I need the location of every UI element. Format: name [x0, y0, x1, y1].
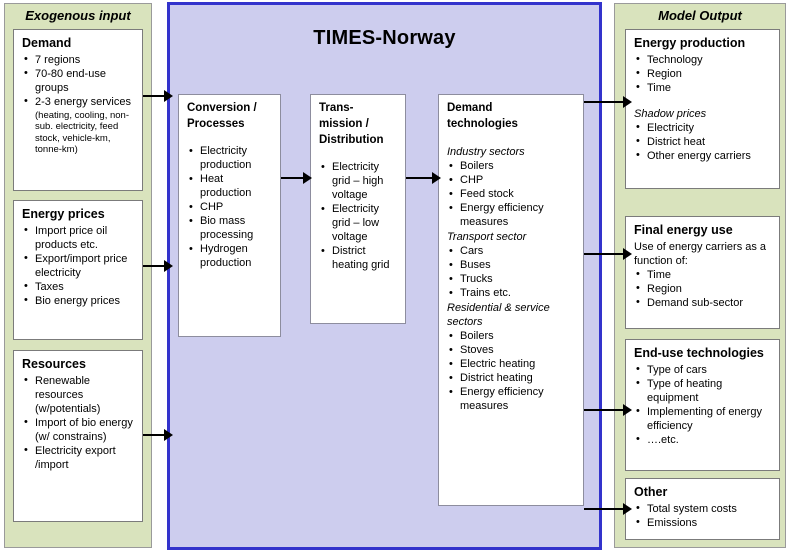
list-item: Taxes	[22, 279, 135, 294]
list-item: 2-3 energy services	[22, 94, 135, 109]
list-item: District heating grid	[319, 244, 398, 272]
list-item: ….etc.	[634, 432, 772, 447]
conversion-bullet-list: Electricity production Heat production C…	[187, 144, 273, 270]
list-item: District heating	[447, 371, 576, 385]
list-item: Implementing of energy efficiency	[634, 404, 772, 433]
residential-service-subheading: Residential & service sectors	[447, 302, 550, 328]
transmission-heading-line2: mission /	[319, 118, 369, 130]
list-item: Type of heating equipment	[634, 376, 772, 405]
list-item: Region	[634, 66, 772, 81]
list-item: Feed stock	[447, 187, 576, 201]
list-item: Demand sub-sector	[634, 295, 772, 310]
list-item: CHP	[447, 173, 576, 187]
list-item: Renewable resources (w/potentials)	[22, 373, 135, 416]
list-item: Cars	[447, 244, 576, 258]
list-item: Other energy carriers	[634, 148, 772, 163]
list-item: Heat production	[187, 172, 273, 200]
list-item: Technology	[634, 52, 772, 67]
shadow-prices-bullet-list: Electricity District heat Other energy c…	[634, 120, 772, 163]
final-energy-use-description: Use of energy carriers as a function of:	[634, 240, 767, 267]
energy-production-box: Energy production Technology Region Time…	[625, 29, 780, 189]
list-item: 7 regions	[22, 52, 135, 67]
transmission-bullet-list: Electricity grid – high voltage Electric…	[319, 160, 398, 272]
list-item: Trucks	[447, 272, 576, 286]
demand-tech-heading-line2: technologies	[447, 118, 518, 130]
end-use-technologies-bullet-list: Type of cars Type of heating equipment I…	[634, 362, 772, 447]
list-item: District heat	[634, 134, 772, 149]
demand-note: (heating, cooling, non-sub. electricity,…	[35, 109, 130, 156]
conversion-heading-line2: Processes	[187, 118, 245, 130]
resources-bullet-list: Renewable resources (w/potentials) Impor…	[22, 373, 135, 472]
transmission-distribution-box: Trans- mission / Distribution Electricit…	[310, 94, 406, 324]
transmission-heading-line3: Distribution	[319, 134, 384, 146]
final-energy-use-bullet-list: Time Region Demand sub-sector	[634, 267, 772, 310]
resources-heading: Resources	[22, 357, 86, 371]
residential-service-group: Residential & service sectors Boilers St…	[447, 301, 576, 413]
final-energy-use-heading: Final energy use	[634, 223, 733, 237]
list-item: Energy efficiency measures	[447, 385, 576, 413]
demand-box: Demand 7 regions 70-80 end-use groups 2-…	[13, 29, 143, 191]
energy-prices-bullet-list: Import price oil products etc. Export/im…	[22, 223, 135, 308]
list-item: Bio energy prices	[22, 293, 135, 308]
conversion-heading-line1: Conversion /	[187, 102, 257, 114]
list-item: Bio mass processing	[187, 214, 273, 242]
list-item: Buses	[447, 258, 576, 272]
shadow-prices-subheading: Shadow prices	[634, 107, 707, 120]
list-item: Electric heating	[447, 357, 576, 371]
demand-bullet-list: 7 regions 70-80 end-use groups 2-3 energ…	[22, 52, 135, 109]
list-item: Electricity	[634, 120, 772, 135]
energy-production-heading: Energy production	[634, 36, 746, 50]
final-energy-use-box: Final energy use Use of energy carriers …	[625, 216, 780, 329]
list-item: Emissions	[634, 515, 772, 530]
transport-sector-subheading: Transport sector	[447, 231, 527, 243]
transmission-heading-line1: Trans-	[319, 102, 354, 114]
list-item: Boilers	[447, 329, 576, 343]
resources-box: Resources Renewable resources (w/potenti…	[13, 350, 143, 522]
demand-tech-heading-line1: Demand	[447, 102, 493, 114]
list-item: Stoves	[447, 343, 576, 357]
list-item: Region	[634, 281, 772, 296]
list-item: Electricity grid – high voltage	[319, 160, 398, 202]
list-item: Time	[634, 80, 772, 95]
industry-sectors-subheading: Industry sectors	[447, 146, 525, 158]
list-item: 70-80 end-use groups	[22, 66, 135, 95]
list-item: CHP	[187, 200, 273, 214]
list-item: Trains etc.	[447, 286, 576, 300]
model-output-title: Model Output	[658, 8, 742, 23]
list-item: Hydrogen production	[187, 242, 273, 270]
list-item: Time	[634, 267, 772, 282]
page-title: TIMES-Norway	[313, 27, 456, 49]
list-item: Electricity production	[187, 144, 273, 172]
industry-sectors-group: Industry sectors Boilers CHP Feed stock …	[447, 145, 576, 229]
list-item: Total system costs	[634, 501, 772, 516]
energy-prices-box: Energy prices Import price oil products …	[13, 200, 143, 340]
exogenous-input-title: Exogenous input	[25, 8, 131, 23]
list-item: Import price oil products etc.	[22, 223, 135, 252]
demand-heading: Demand	[22, 36, 72, 50]
industry-sectors-bullet-list: Boilers CHP Feed stock Energy efficiency…	[447, 159, 576, 229]
other-heading: Other	[634, 485, 668, 499]
other-bullet-list: Total system costs Emissions	[634, 501, 772, 530]
transport-sector-group: Transport sector Cars Buses Trucks Train…	[447, 230, 576, 300]
residential-service-bullet-list: Boilers Stoves Electric heating District…	[447, 329, 576, 413]
transport-sector-bullet-list: Cars Buses Trucks Trains etc.	[447, 244, 576, 300]
list-item: Electricity grid – low voltage	[319, 202, 398, 244]
list-item: Energy efficiency measures	[447, 201, 576, 229]
end-use-technologies-heading: End-use technologies	[634, 346, 764, 360]
conversion-processes-box: Conversion / Processes Electricity produ…	[178, 94, 281, 337]
list-item: Type of cars	[634, 362, 772, 377]
other-box: Other Total system costs Emissions	[625, 478, 780, 540]
list-item: Electricity export /import	[22, 443, 135, 472]
list-item: Boilers	[447, 159, 576, 173]
energy-prices-heading: Energy prices	[22, 207, 105, 221]
list-item: Import of bio energy (w/ constrains)	[22, 415, 135, 444]
list-item: Export/import price electricity	[22, 251, 135, 280]
end-use-technologies-box: End-use technologies Type of cars Type o…	[625, 339, 780, 471]
demand-technologies-box: Demand technologies Industry sectors Boi…	[438, 94, 584, 506]
energy-production-bullet-list: Technology Region Time	[634, 52, 772, 95]
